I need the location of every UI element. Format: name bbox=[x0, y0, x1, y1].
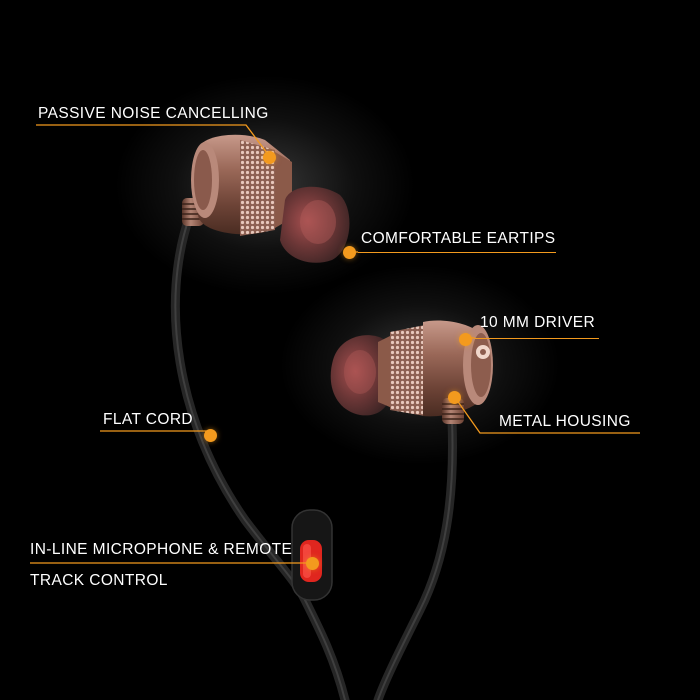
callout-mic-line1: IN-LINE MICROPHONE & REMOTE bbox=[30, 541, 293, 558]
callout-dot-eartips bbox=[343, 246, 356, 259]
callout-dot-housing bbox=[448, 391, 461, 404]
inline-remote bbox=[291, 509, 333, 601]
callout-dot-passive-noise bbox=[263, 151, 276, 164]
underline-eartips bbox=[358, 252, 556, 253]
callout-housing: METAL HOUSING bbox=[499, 413, 631, 430]
callout-dot-cord bbox=[204, 429, 217, 442]
callout-passive-noise: PASSIVE NOISE CANCELLING bbox=[38, 105, 269, 122]
callout-mic-line2: TRACK CONTROL bbox=[30, 572, 168, 589]
right-earbud bbox=[330, 320, 493, 424]
underline-driver bbox=[475, 338, 599, 339]
callout-dot-driver bbox=[459, 333, 472, 346]
leader-passive-noise bbox=[36, 124, 271, 158]
callout-dot-mic bbox=[306, 557, 319, 570]
callout-eartips: COMFORTABLE EARTIPS bbox=[361, 230, 556, 247]
leader-housing bbox=[453, 395, 640, 434]
callout-cord: FLAT CORD bbox=[103, 411, 194, 428]
callout-driver: 10 MM DRIVER bbox=[480, 314, 596, 331]
